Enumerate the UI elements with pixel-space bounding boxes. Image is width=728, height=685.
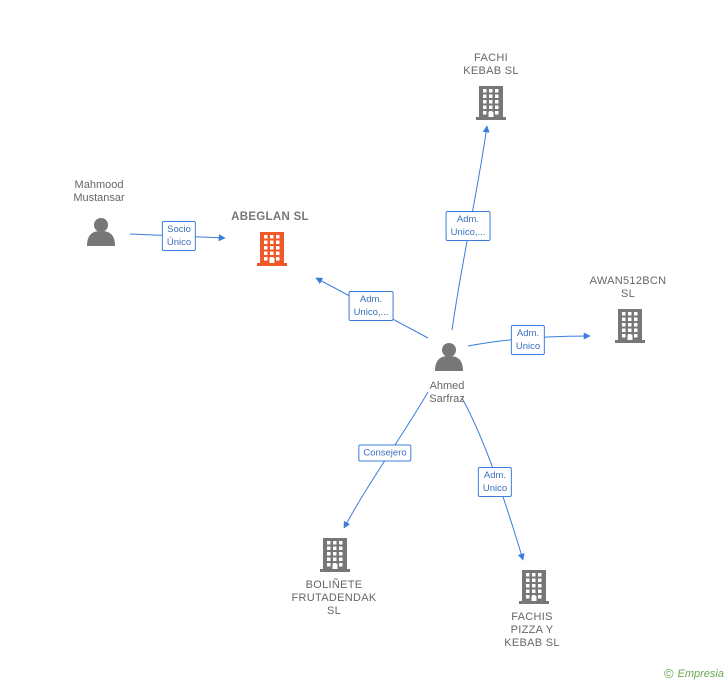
building-icon-abeglan[interactable] xyxy=(257,232,287,266)
edge-label-ahmed-abeglan[interactable]: Adm. Unico,... xyxy=(348,291,394,321)
edge-label-ahmed-awan[interactable]: Adm. Unico xyxy=(510,325,546,355)
building-icon-bolinete[interactable] xyxy=(320,538,350,572)
node-label-abeglan[interactable]: ABEGLAN SL xyxy=(231,211,309,223)
node-label-bolinete[interactable]: BOLIÑETE FRUTADENDAK SL xyxy=(291,579,377,617)
node-label-ahmed[interactable]: Ahmed Sarfraz xyxy=(429,380,465,405)
person-icon-ahmed[interactable] xyxy=(435,343,463,371)
node-label-awan[interactable]: AWAN512BCN SL xyxy=(589,275,667,300)
brand-name: Empresia xyxy=(677,667,724,680)
node-label-fachis[interactable]: FACHIS PIZZA Y KEBAB SL xyxy=(504,611,560,649)
building-icon-awan[interactable] xyxy=(615,309,645,343)
edge-label-ahmed-fachis[interactable]: Adm. Unico xyxy=(477,467,513,497)
copyright-symbol: © xyxy=(663,666,674,681)
building-icon-fachi[interactable] xyxy=(476,86,506,120)
edge-label-ahmed-fachi[interactable]: Adm. Unico,... xyxy=(445,211,491,241)
edge-label-mahmood-abeglan[interactable]: Socio Único xyxy=(161,221,197,251)
edge-label-ahmed-bolinete[interactable]: Consejero xyxy=(358,444,412,462)
building-icon-fachis[interactable] xyxy=(519,570,549,604)
person-icon-mahmood[interactable] xyxy=(87,218,115,246)
node-label-mahmood[interactable]: Mahmood Mustansar xyxy=(73,179,125,204)
node-label-fachi[interactable]: FACHI KEBAB SL xyxy=(463,52,519,77)
brand-logo: © Empresia xyxy=(664,666,724,681)
